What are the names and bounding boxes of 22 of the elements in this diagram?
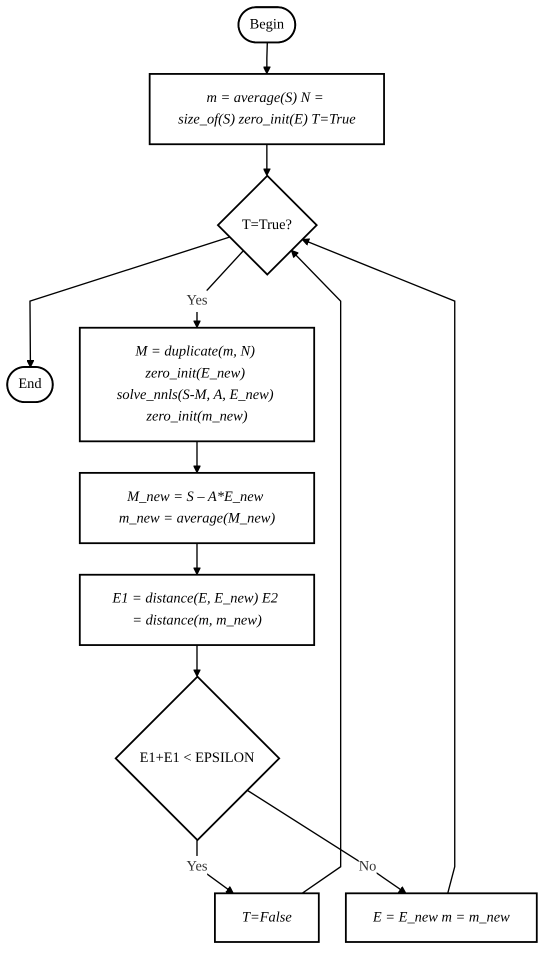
arrow [246, 790, 406, 894]
arrow [290, 250, 342, 894]
arrow [193, 645, 201, 677]
arrow [193, 441, 201, 474]
node-box: E = E_new m = m_new [344, 892, 538, 943]
node-box: E1 = distance(E, E_new) E2 = distance(m, m_new) [78, 574, 316, 646]
arrow [196, 840, 234, 894]
node-box: T=False [214, 892, 320, 943]
arrow [26, 236, 230, 368]
edge-label: Yes [186, 293, 208, 308]
arrow [193, 250, 244, 328]
arrow [262, 144, 271, 176]
edge-label: No [358, 858, 376, 874]
node-box: m = average(S) N = size_of(S) zero_init(E) T=True [148, 73, 385, 146]
node-box: M_new = S – A*E_new m_new = average(M_new) [78, 472, 316, 544]
arrow [262, 42, 271, 74]
arrow [302, 238, 456, 894]
node-diamond: E1+E1 < EPSILON [114, 675, 280, 842]
edge-label: Yes [186, 858, 208, 874]
node-box: M = duplicate(m, N) zero_init(E_new) solve_nnls(S-M, A, E_new) zero_init(m_new) [78, 326, 316, 442]
arrow [193, 543, 201, 576]
node-diamond: T=True? [216, 174, 318, 276]
